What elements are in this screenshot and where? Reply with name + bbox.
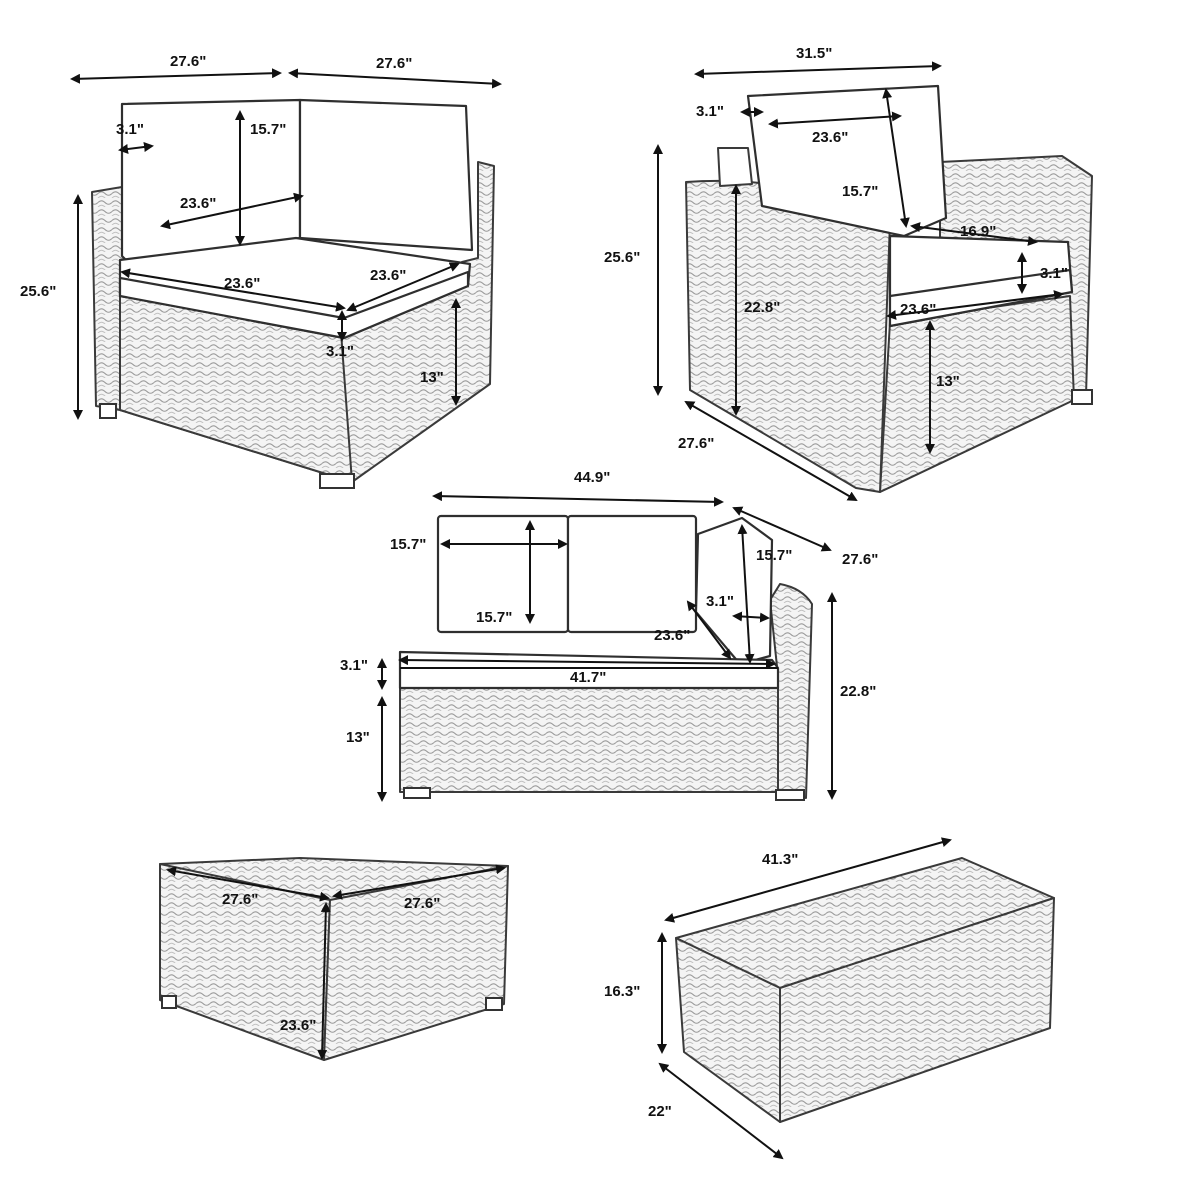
corner-chair-back-cushion-right	[298, 98, 474, 252]
armchair-seat-base	[879, 295, 1075, 493]
dim-line	[694, 61, 942, 79]
loveseat-foot	[775, 789, 805, 801]
dim-line	[70, 68, 282, 84]
dim-label: 15.7"	[250, 121, 286, 138]
dim-label: 25.6"	[604, 249, 640, 266]
dim-label: 22.8"	[744, 299, 780, 316]
corner-chair-foot	[99, 403, 117, 419]
dim-line	[432, 491, 724, 507]
dim-label: 3.1"	[696, 103, 724, 120]
dim-line	[664, 837, 952, 923]
dim-label: 16.9"	[960, 223, 996, 240]
dim-line	[166, 866, 330, 902]
dim-label: 22.8"	[840, 683, 876, 700]
corner-chair-foot	[319, 473, 355, 489]
dim-label: 3.1"	[116, 121, 144, 138]
dim-label: 13"	[936, 373, 960, 390]
dim-line	[684, 401, 858, 501]
dim-label: 3.1"	[706, 593, 734, 610]
dim-label: 27.6"	[842, 551, 878, 568]
loveseat-back-cushion-center	[566, 514, 698, 634]
dim-label: 13"	[420, 369, 444, 386]
dim-line	[886, 290, 1064, 320]
dim-label: 22"	[648, 1103, 672, 1120]
dim-label: 31.5"	[796, 45, 832, 62]
dim-label: 16.3"	[604, 983, 640, 1000]
dim-label: 3.1"	[1040, 265, 1068, 282]
dim-label: 27.6"	[404, 895, 440, 912]
dim-label: 23.6"	[280, 1017, 316, 1034]
dim-label: 23.6"	[654, 627, 690, 644]
ottoman-foot	[485, 997, 503, 1011]
dim-line	[910, 222, 1038, 246]
dim-label: 23.6"	[812, 129, 848, 146]
dim-label: 27.6"	[678, 435, 714, 452]
dim-line	[686, 600, 732, 660]
dim-line	[732, 506, 832, 552]
dim-line	[732, 611, 770, 623]
dim-line	[332, 864, 506, 900]
dim-line	[737, 524, 755, 664]
dim-label: 15.7"	[842, 183, 878, 200]
dim-line	[398, 655, 776, 669]
dim-label: 3.1"	[326, 343, 354, 360]
dim-label: 44.9"	[574, 469, 610, 486]
corner-chair: 27.6" 27.6" 25.6" 3.1" 15.7" 23.6" 23.6"…	[20, 53, 502, 489]
dim-line	[160, 192, 304, 230]
ottoman-foot	[161, 995, 177, 1009]
dim-line	[317, 902, 331, 1060]
dim-line	[118, 142, 154, 154]
dim-label: 23.6"	[224, 275, 260, 292]
dim-label: 27.6"	[376, 55, 412, 72]
dim-label: 23.6"	[900, 301, 936, 318]
dim-label: 15.7"	[756, 547, 792, 564]
armchair-arm-post	[717, 147, 753, 187]
dim-label: 27.6"	[170, 53, 206, 70]
dim-label: 13"	[346, 729, 370, 746]
dim-label: 23.6"	[180, 195, 216, 212]
loveseat-base	[399, 687, 779, 793]
dim-line	[346, 262, 460, 312]
dim-label: 25.6"	[20, 283, 56, 300]
dim-line	[658, 1062, 784, 1160]
armchair-foot	[1071, 389, 1093, 405]
dim-line	[768, 111, 902, 129]
dim-label: 41.3"	[762, 851, 798, 868]
loveseat: 44.9" 27.6" 15.7" 15.7" 15.7" 3.1" 23.6"…	[340, 469, 878, 802]
dim-label: 3.1"	[340, 657, 368, 674]
dim-label: 23.6"	[370, 267, 406, 284]
armchair: 31.5" 3.1" 23.6" 15.7" 25.6" 16.9" 3.1" …	[604, 45, 1093, 501]
dim-label: 27.6"	[222, 891, 258, 908]
dim-line	[120, 268, 346, 312]
dim-label: 15.7"	[476, 609, 512, 626]
dim-line	[288, 68, 502, 89]
dim-label: 15.7"	[390, 536, 426, 553]
dim-line	[882, 88, 910, 228]
loveseat-foot	[403, 787, 431, 799]
ottoman: 27.6" 27.6" 23.6"	[159, 857, 509, 1061]
coffee-table: 41.3" 16.3" 22"	[604, 837, 1055, 1160]
dim-label: 41.7"	[570, 669, 606, 686]
loveseat-side-cushion	[694, 516, 774, 666]
